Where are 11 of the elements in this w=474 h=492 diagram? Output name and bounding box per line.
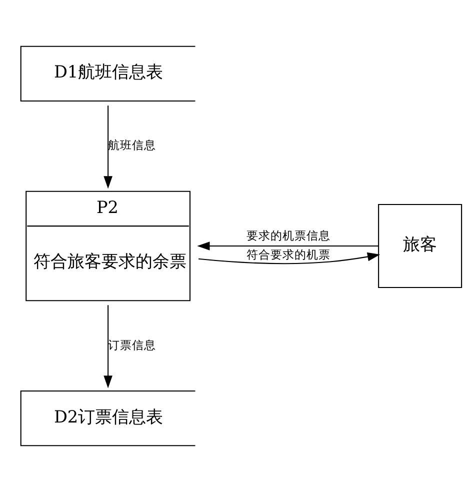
- edge-label: 符合要求的机票: [246, 247, 330, 262]
- node-box: 旅客: [378, 204, 462, 288]
- edge-label: 航班信息: [108, 138, 156, 152]
- arrow: [104, 305, 112, 388]
- arrow: [197, 242, 379, 250]
- edge-label: 要求的机票信息: [246, 228, 330, 242]
- node-text: D2订票信息表: [54, 406, 164, 426]
- arrow: [104, 106, 112, 189]
- node-text: D1航班信息表: [54, 62, 164, 82]
- arrow: [198, 252, 380, 264]
- edge-label: 订票信息: [108, 338, 156, 352]
